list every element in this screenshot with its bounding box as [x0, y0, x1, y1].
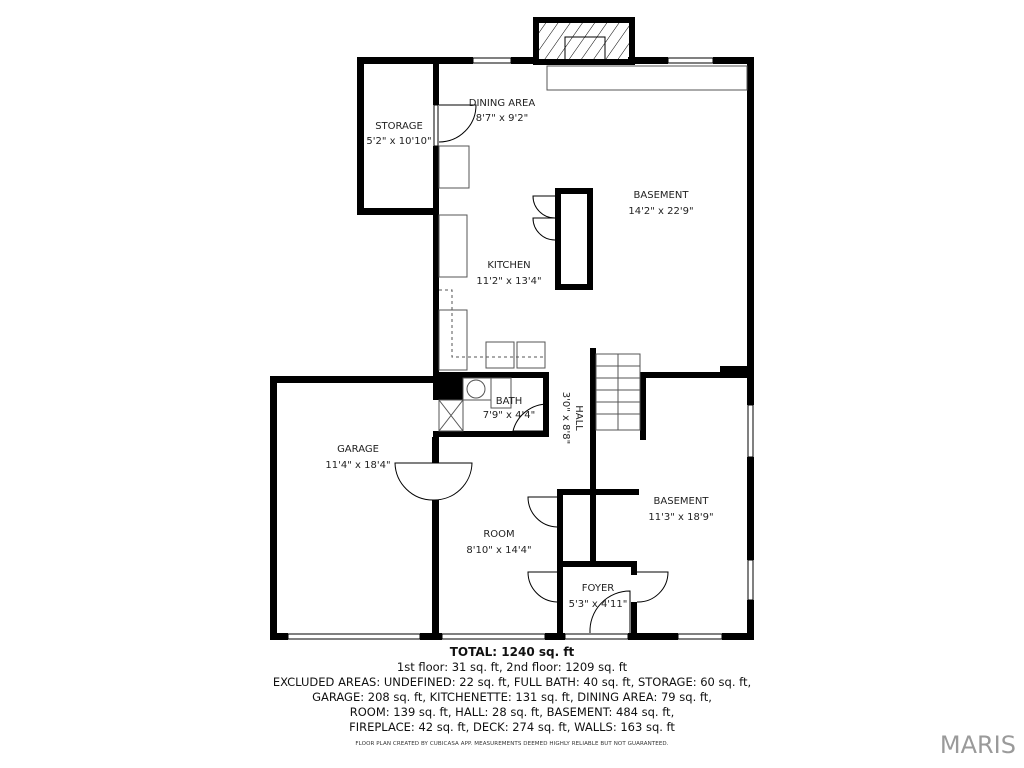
area-summary: TOTAL: 1240 sq. ft 1st floor: 31 sq. ft,… — [0, 645, 1024, 749]
room-dims-dining: 8'7" x 9'2" — [476, 113, 528, 124]
excluded-areas-line-1: EXCLUDED AREAS: UNDEFINED: 22 sq. ft, FU… — [272, 675, 752, 689]
floor-areas: 1st floor: 31 sq. ft, 2nd floor: 1209 sq… — [396, 660, 628, 674]
excluded-areas-line-3: ROOM: 139 sq. ft, HALL: 28 sq. ft, BASEM… — [349, 705, 675, 719]
floor-plan: STORAGE 5'2" x 10'10" DINING AREA 8'7" x… — [270, 17, 754, 640]
total-area: TOTAL: 1240 sq. ft — [449, 645, 575, 659]
room-dims-room: 8'10" x 14'4" — [466, 545, 531, 556]
credit-disclaimer: FLOOR PLAN CREATED BY CUBICASA APP. MEAS… — [355, 741, 669, 747]
room-dims-garage: 11'4" x 18'4" — [325, 460, 390, 471]
room-labels: STORAGE 5'2" x 10'10" DINING AREA 8'7" x… — [325, 98, 713, 610]
room-name-dining: DINING AREA — [469, 98, 536, 109]
fixtures — [438, 65, 748, 432]
room-name-hall: HALL — [573, 405, 584, 431]
room-dims-hall: 3'0" x 8'8" — [560, 392, 571, 444]
excluded-areas-line-2: GARAGE: 208 sq. ft, KITCHENETTE: 131 sq.… — [312, 690, 712, 704]
room-dims-storage: 5'2" x 10'10" — [366, 136, 431, 147]
fireplace — [533, 17, 635, 65]
room-dims-basement-second: 11'3" x 18'9" — [648, 512, 713, 523]
room-name-garage: GARAGE — [337, 444, 379, 455]
room-dims-basement-main: 14'2" x 22'9" — [628, 206, 693, 217]
room-name-storage: STORAGE — [375, 121, 423, 132]
room-name-bath: BATH — [496, 396, 523, 407]
room-dims-bath: 7'9" x 4'4" — [483, 410, 535, 421]
room-name-kitchen: KITCHEN — [487, 260, 530, 271]
watermark-logo: MARIS — [939, 731, 1016, 759]
windows — [287, 57, 754, 640]
room-name-basement-main: BASEMENT — [634, 190, 690, 201]
walls — [270, 57, 754, 640]
room-name-foyer: FOYER — [582, 583, 615, 594]
room-name-basement-second: BASEMENT — [654, 496, 710, 507]
room-dims-kitchen: 11'2" x 13'4" — [476, 276, 541, 287]
doors — [394, 104, 669, 634]
room-name-room: ROOM — [483, 529, 514, 540]
excluded-areas-line-4: FIREPLACE: 42 sq. ft, DECK: 274 sq. ft, … — [349, 720, 675, 734]
room-dims-foyer: 5'3" x 4'11" — [569, 599, 628, 610]
